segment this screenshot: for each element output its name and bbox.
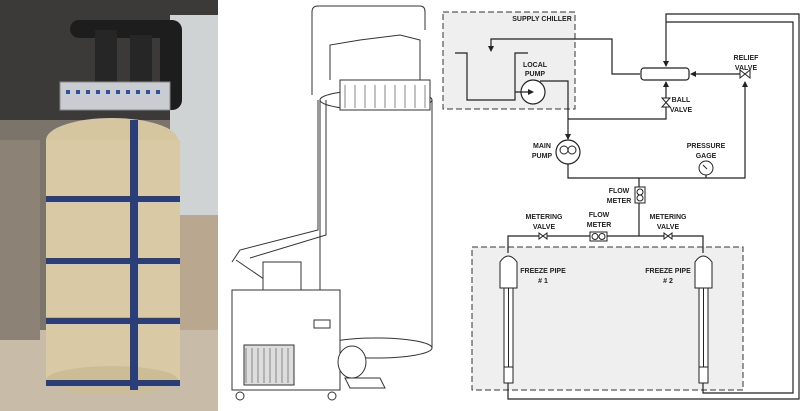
- photo-panel: [0, 0, 218, 411]
- label-flow-meter-1a: FLOW: [609, 188, 630, 195]
- label-metering-valve-2b: VALVE: [657, 224, 680, 231]
- freeze-pipe-1-symbol: [499, 255, 518, 384]
- label-flow-meter-2a: FLOW: [589, 212, 610, 219]
- label-main-pump-1: MAIN: [533, 143, 551, 150]
- schematic: SUPPLY CHILLER LOCAL PUMP RELIEF VALVE B…: [442, 11, 800, 400]
- label-ball-valve-2: VALVE: [670, 107, 693, 114]
- label-local-pump-1: LOCAL: [523, 62, 548, 69]
- label-local-pump-2: PUMP: [525, 71, 546, 78]
- label-flow-meter-1b: METER: [607, 198, 632, 205]
- cad-drawing-panel: [231, 5, 433, 401]
- label-metering-valve-1a: METERING: [526, 214, 564, 221]
- relief-valve-symbol: [739, 68, 751, 80]
- label-relief-valve-2: VALVE: [735, 65, 758, 72]
- label-flow-meter-2b: METER: [587, 222, 612, 229]
- label-pressure-gage-2: GAGE: [696, 153, 717, 160]
- label-metering-valve-1b: VALVE: [533, 224, 556, 231]
- label-pressure-gage-1: PRESSURE: [687, 143, 726, 150]
- label-freeze-pipe-1b: # 1: [538, 278, 548, 285]
- label-freeze-pipe-2a: FREEZE PIPE: [645, 268, 691, 275]
- label-ball-valve-1: BALL: [672, 97, 691, 104]
- label-main-pump-2: PUMP: [532, 153, 553, 160]
- label-freeze-pipe-2b: # 2: [663, 278, 673, 285]
- ball-valve-symbol: [660, 97, 672, 108]
- label-relief-valve-1: RELIEF: [734, 55, 760, 62]
- metering-valve-1-symbol: [538, 232, 548, 240]
- header-manifold: [640, 67, 690, 81]
- label-supply-chiller: SUPPLY CHILLER: [512, 16, 572, 23]
- label-metering-valve-2a: METERING: [650, 214, 688, 221]
- label-freeze-pipe-1a: FREEZE PIPE: [520, 268, 566, 275]
- supply-chiller-box: [442, 11, 576, 110]
- metering-valve-2-symbol: [663, 232, 673, 240]
